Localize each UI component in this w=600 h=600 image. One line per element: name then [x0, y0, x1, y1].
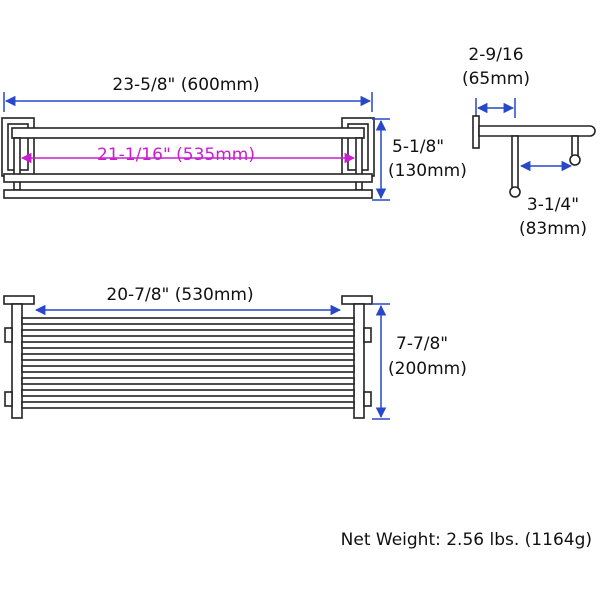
top-rail-5 [21, 365, 355, 373]
top-view: 20-7/8" (530mm) 7-7/8" (200mm) [3, 285, 467, 420]
top-rail-2 [21, 329, 355, 337]
side-support-arm [478, 125, 596, 137]
top-rail-4 [21, 353, 355, 361]
top-rail-3 [21, 341, 355, 349]
top-right-wall-plate [341, 295, 373, 305]
side-top-label-mm: (65mm) [462, 69, 530, 89]
top-rail-8 [21, 401, 355, 409]
top-left-bracket-lower [4, 391, 13, 407]
side-bottom-label-in: 3-1/4" [527, 195, 579, 215]
front-view: 23-5/8" (600mm) 21-1/16" (535mm) 5-1/8" … [1, 75, 467, 201]
side-bottom-label-mm: (83mm) [519, 219, 587, 239]
net-weight-label: Net Weight: 2.56 lbs. (1164g) [341, 530, 592, 550]
side-top-label-in: 2-9/16 [468, 45, 523, 65]
top-rail-1 [21, 317, 355, 325]
side-hanger-back [571, 135, 579, 157]
depth-label-mm: (200mm) [388, 359, 467, 379]
front-height-label-in: 5-1/8" [392, 137, 444, 157]
top-left-bracket-upper [4, 327, 13, 343]
top-right-frame [353, 303, 365, 419]
front-shelf-rail-upper [3, 173, 373, 183]
top-width-label: 20-7/8" (530mm) [106, 285, 253, 305]
side-hanger-front-end [509, 186, 521, 198]
top-right-bracket-lower [363, 391, 372, 407]
side-hanger-front [511, 135, 519, 189]
overall-width-label: 23-5/8" (600mm) [112, 75, 259, 95]
top-rail-7 [21, 389, 355, 397]
depth-label-in: 7-7/8" [396, 334, 448, 354]
front-height-label-mm: (130mm) [388, 161, 467, 181]
side-hanger-back-end [569, 154, 581, 166]
top-left-wall-plate [3, 295, 35, 305]
inner-width-label: 21-1/16" (535mm) [97, 145, 255, 165]
front-top-rail [11, 127, 365, 139]
top-right-bracket-upper [363, 327, 372, 343]
top-left-frame [11, 303, 23, 419]
top-rail-6 [21, 377, 355, 385]
side-view: 2-9/16 (65mm) 3-1/4" (83mm) [462, 45, 596, 239]
side-wall-plate [472, 115, 480, 149]
front-shelf-rail-lower [3, 189, 373, 199]
